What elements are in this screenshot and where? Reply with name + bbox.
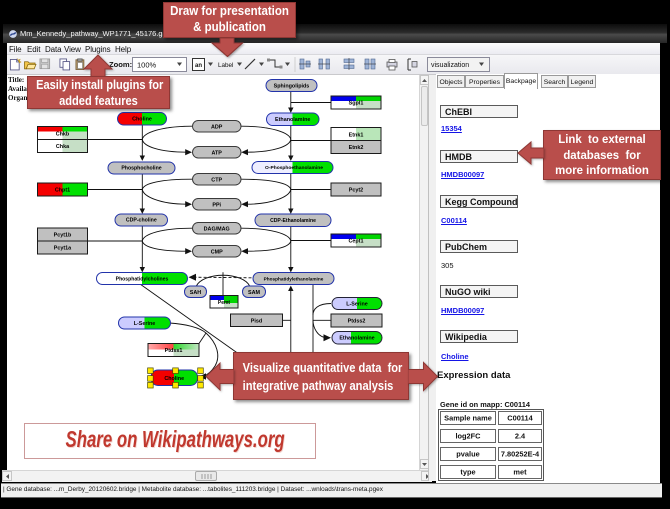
svg-text:Etnk2: Etnk2 [349, 145, 364, 151]
svg-text:pvalue: pvalue [456, 450, 479, 459]
svg-text:L-Serine: L-Serine [346, 302, 368, 308]
svg-text:ADP: ADP [211, 124, 223, 130]
svg-text:Chpt1: Chpt1 [55, 188, 70, 194]
svg-text:Choline: Choline [132, 117, 152, 123]
svg-text:Chka: Chka [56, 144, 70, 150]
svg-text:Ptdss2: Ptdss2 [348, 319, 366, 325]
svg-text:Ethanolamine: Ethanolamine [339, 336, 374, 342]
svg-text:Pcyt1a: Pcyt1a [54, 246, 72, 252]
svg-text:Cept1: Cept1 [349, 239, 364, 245]
svg-text:Pcyt1b: Pcyt1b [54, 233, 72, 239]
svg-text:Sample name: Sample name [444, 414, 492, 423]
svg-text:7.80252E-4: 7.80252E-4 [501, 450, 540, 459]
svg-text:PPi: PPi [212, 202, 221, 208]
svg-text:Pisd: Pisd [251, 319, 262, 325]
svg-text:visualization: visualization [431, 62, 469, 69]
svg-text:Sgpl1: Sgpl1 [349, 101, 364, 107]
svg-text:O-Phosphoethanolamine: O-Phosphoethanolamine [265, 165, 323, 171]
svg-text:Ptdss1: Ptdss1 [165, 348, 183, 354]
svg-text:Choline: Choline [164, 376, 184, 382]
svg-text:DAG/MAG: DAG/MAG [204, 226, 230, 232]
svg-text:CMP: CMP [211, 249, 223, 255]
svg-text:C00114: C00114 [507, 414, 533, 423]
svg-text:an: an [195, 63, 202, 69]
svg-text:Sphingolipids: Sphingolipids [274, 84, 310, 90]
svg-text:Ethanolamine: Ethanolamine [275, 117, 310, 123]
svg-text:met: met [513, 468, 527, 477]
svg-text:log2FC: log2FC [455, 432, 481, 441]
svg-text:100%: 100% [137, 61, 157, 70]
svg-text:Zoom:: Zoom: [109, 60, 132, 69]
svg-text:Pemt: Pemt [218, 300, 231, 306]
svg-text:Available: Available [8, 85, 36, 93]
svg-text:Chkb: Chkb [56, 131, 70, 137]
svg-text:Title:: Title: [8, 76, 24, 84]
svg-text:ATP: ATP [212, 150, 223, 156]
svg-text:CDP-Ethanolamine: CDP-Ethanolamine [270, 218, 316, 224]
svg-text:L-Serine: L-Serine [134, 321, 156, 327]
svg-text:Phosphatidylethanolamine: Phosphatidylethanolamine [264, 276, 324, 281]
svg-text:Phosphatidylcholines: Phosphatidylcholines [116, 277, 169, 283]
svg-text:SAM: SAM [248, 290, 260, 296]
svg-text:CDP-choline: CDP-choline [126, 218, 157, 224]
svg-text:SAH: SAH [190, 290, 201, 296]
svg-text:Organism: Organism [8, 94, 38, 102]
svg-text:CTP: CTP [211, 177, 222, 183]
svg-text:Pcyt2: Pcyt2 [349, 188, 363, 194]
svg-text:type: type [460, 468, 475, 477]
svg-text:2.4: 2.4 [515, 432, 526, 441]
svg-text:Label: Label [218, 62, 233, 69]
svg-text:Phosphocholine: Phosphocholine [121, 166, 161, 172]
svg-text:Etnk1: Etnk1 [349, 132, 364, 138]
